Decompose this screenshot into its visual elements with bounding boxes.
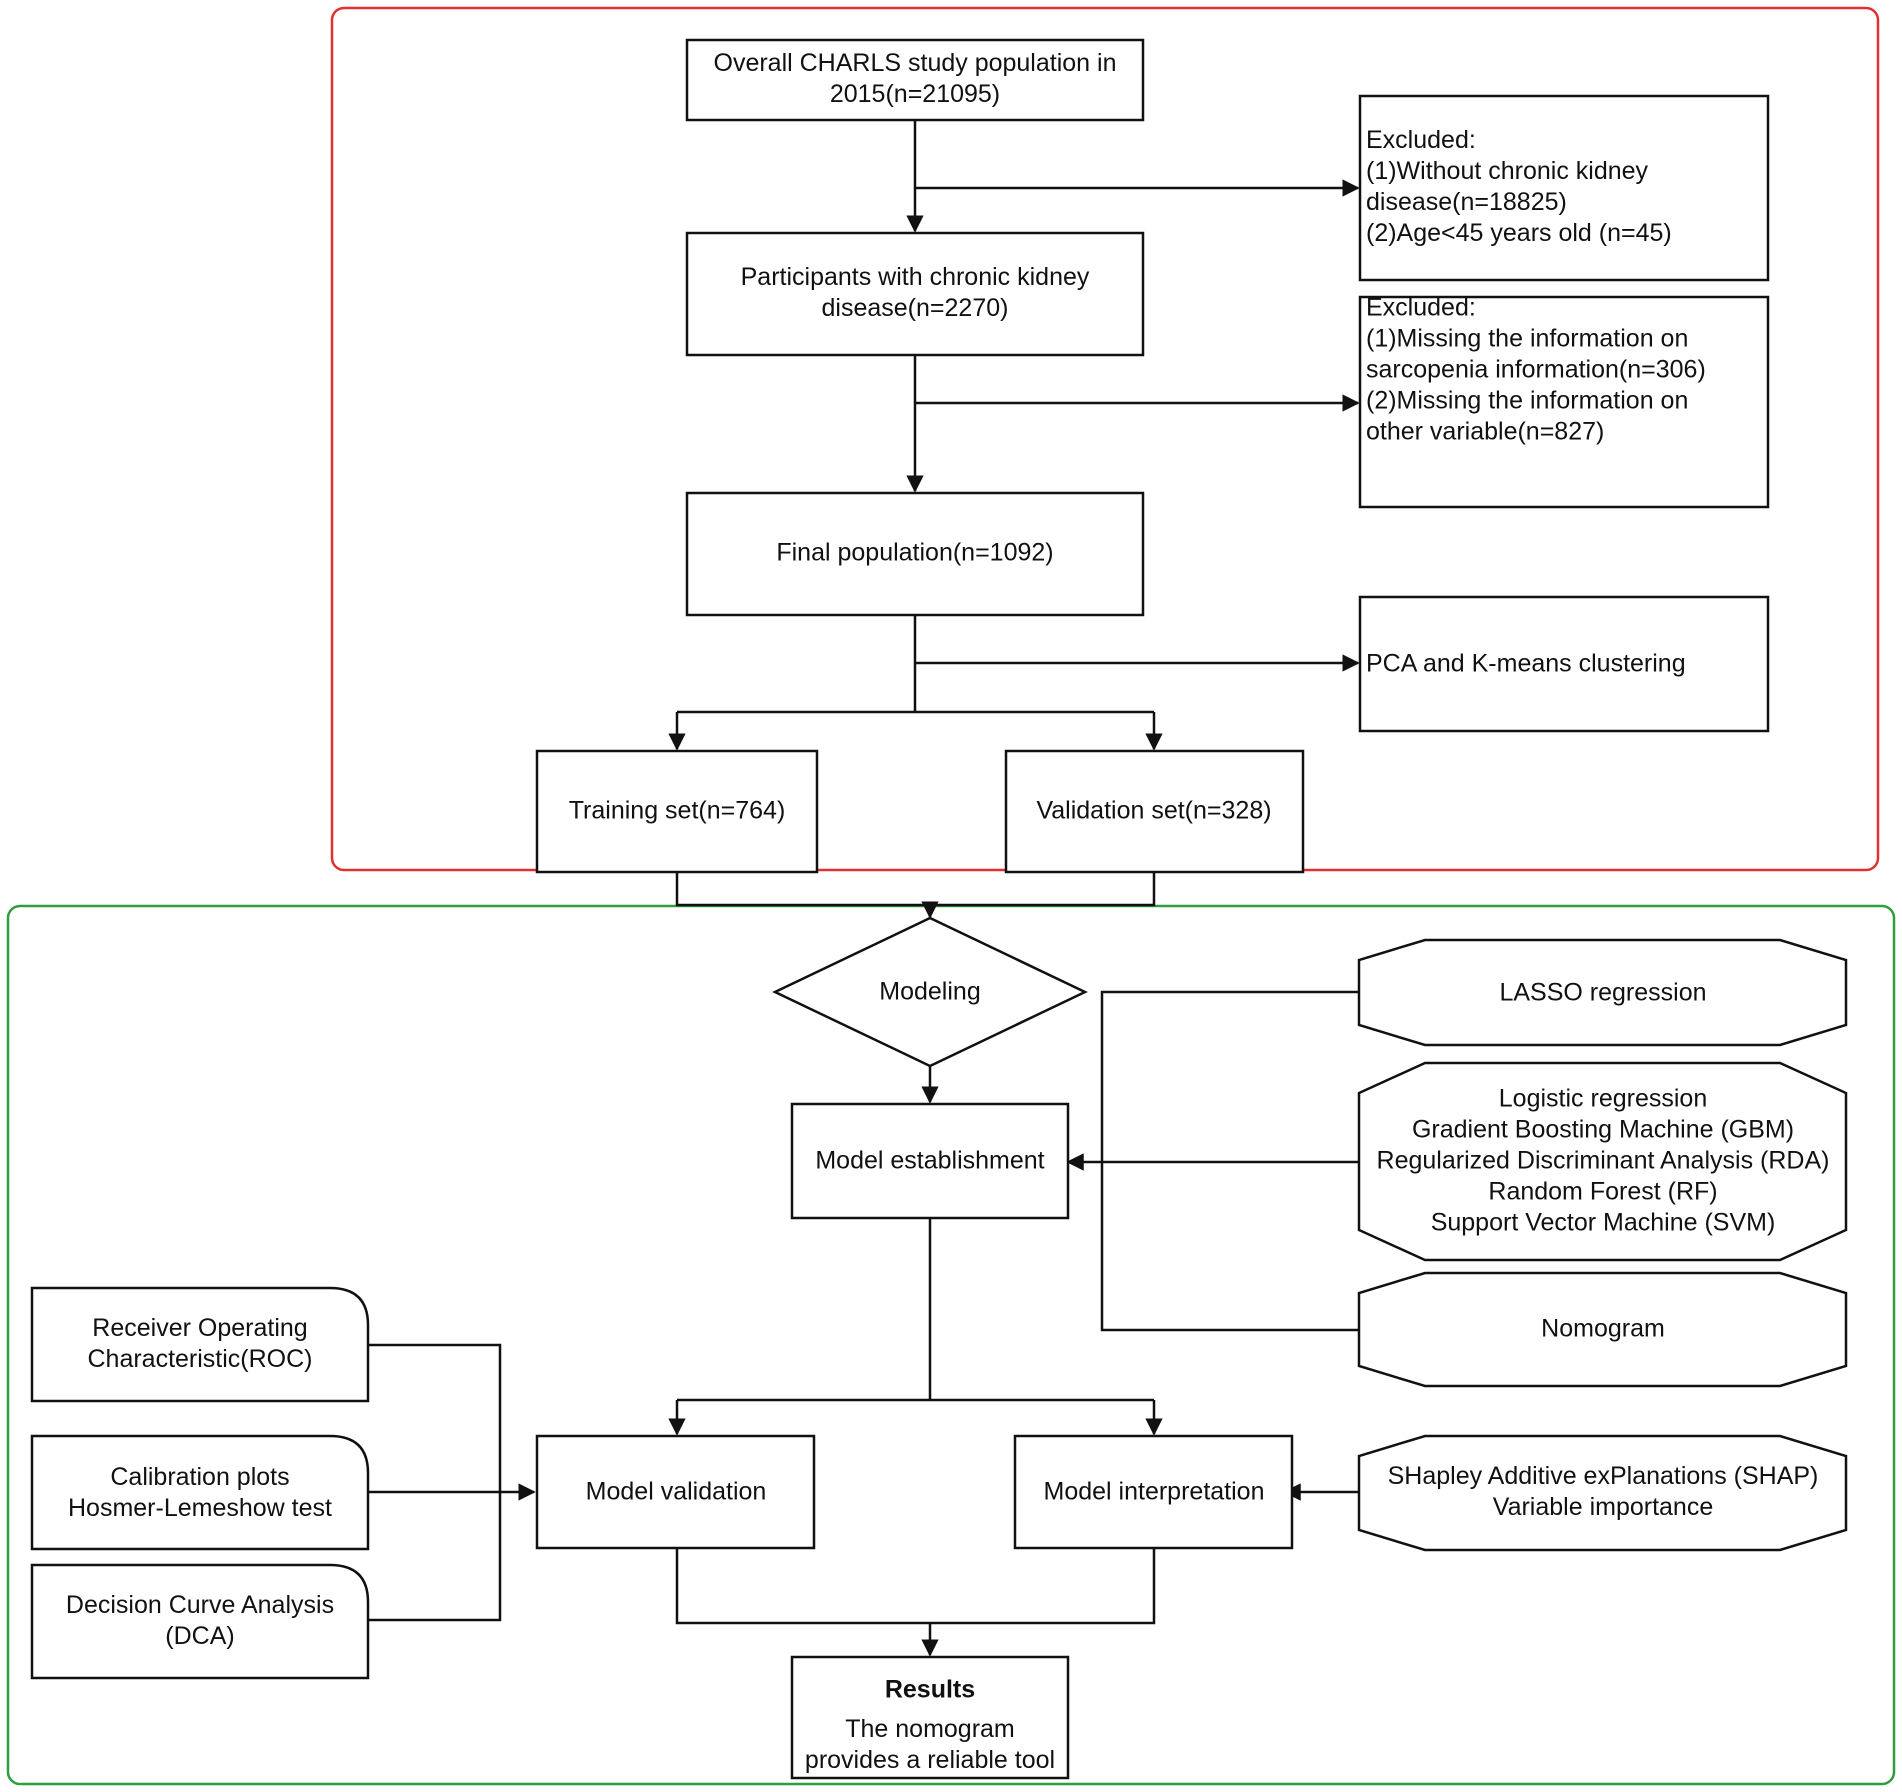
text-line: Calibration plots bbox=[110, 1463, 289, 1491]
decision-modeling: Modeling bbox=[772, 916, 1088, 1068]
line-merge2 bbox=[675, 1548, 1156, 1625]
text-line: (DCA) bbox=[165, 1622, 234, 1650]
text-line: Excluded: bbox=[1366, 294, 1476, 322]
text-line: sarcopenia information(n=306) bbox=[1366, 356, 1706, 384]
shape-dca: Decision Curve Analysis (DCA) bbox=[30, 1563, 370, 1680]
text-line: Model establishment bbox=[815, 1147, 1044, 1175]
box-overall-population: Overall CHARLS study population in 2015(n… bbox=[685, 38, 1145, 122]
box-text-excluded2: Excluded: (1)Missing the information on sa… bbox=[1366, 294, 1706, 446]
text-line: Participants with chronic kidney bbox=[741, 263, 1090, 291]
text-line: LASSO regression bbox=[1499, 979, 1706, 1007]
box-text-model-interpretation: Model interpretation bbox=[1044, 1478, 1265, 1506]
box-pca-kmeans: PCA and K-means clustering bbox=[1358, 595, 1770, 733]
line-validation-methods-bracket bbox=[368, 1343, 502, 1622]
text-line: Logistic regression bbox=[1499, 1085, 1707, 1113]
text-line: Modeling bbox=[879, 978, 980, 1006]
box-text-lasso: LASSO regression bbox=[1499, 979, 1706, 1007]
box-text-shap: SHapley Additive exPlanations (SHAP) Vari… bbox=[1388, 1462, 1819, 1521]
text-line: Gradient Boosting Machine (GBM) bbox=[1412, 1116, 1794, 1144]
connectors bbox=[368, 120, 1360, 1657]
box-text-validation-set: Validation set(n=328) bbox=[1036, 797, 1271, 825]
text-line: Model interpretation bbox=[1044, 1478, 1265, 1506]
results-body: The nomogram provides a reliable tool bbox=[805, 1715, 1055, 1774]
box-model-interpretation: Model interpretation bbox=[1013, 1434, 1294, 1550]
box-text-pca: PCA and K-means clustering bbox=[1366, 650, 1686, 678]
box-text-participants: Participants with chronic kidney disease(… bbox=[741, 263, 1090, 322]
box-text-final: Final population(n=1092) bbox=[776, 539, 1053, 567]
text-line: Variable importance bbox=[1493, 1493, 1713, 1521]
text-line: (1)Missing the information on bbox=[1366, 325, 1688, 353]
text-line: disease(n=18825) bbox=[1366, 188, 1567, 216]
text-line: (1)Without chronic kidney bbox=[1366, 157, 1649, 185]
box-text-excluded1: Excluded: (1)Without chronic kidney diseas… bbox=[1366, 126, 1672, 247]
line-merge bbox=[675, 872, 1156, 907]
text-line: Nomogram bbox=[1541, 1315, 1665, 1343]
text-line: The nomogram bbox=[845, 1715, 1015, 1743]
text-line: Validation set(n=328) bbox=[1036, 797, 1271, 825]
box-text-establishment: Model establishment bbox=[815, 1147, 1044, 1175]
box-final-population: Final population(n=1092) bbox=[685, 491, 1145, 617]
box-text-model-validation: Model validation bbox=[586, 1478, 767, 1506]
octagon-nomogram: Nomogram bbox=[1357, 1271, 1848, 1388]
text-line: Characteristic(ROC) bbox=[87, 1345, 312, 1373]
text-line: provides a reliable tool bbox=[805, 1746, 1055, 1774]
box-model-validation: Model validation bbox=[535, 1434, 816, 1550]
text-line: Final population(n=1092) bbox=[776, 539, 1053, 567]
text-line: Hosmer-Lemeshow test bbox=[68, 1494, 332, 1522]
box-training-set: Training set(n=764) bbox=[535, 749, 819, 874]
text-line: other variable(n=827) bbox=[1366, 418, 1604, 446]
box-text-overall: Overall CHARLS study population in 2015(n… bbox=[714, 49, 1117, 108]
text-line: PCA and K-means clustering bbox=[1366, 650, 1686, 678]
text-line: Overall CHARLS study population in bbox=[714, 49, 1117, 77]
box-excluded-1: Excluded: (1)Without chronic kidney diseas… bbox=[1358, 94, 1770, 282]
box-text-modeling: Modeling bbox=[879, 978, 980, 1006]
text-line: Excluded: bbox=[1366, 126, 1476, 154]
box-excluded-2: Excluded: (1)Missing the information on sa… bbox=[1358, 294, 1770, 509]
text-line: Support Vector Machine (SVM) bbox=[1431, 1209, 1776, 1237]
text-line: Decision Curve Analysis bbox=[66, 1591, 334, 1619]
text-line: Model validation bbox=[586, 1478, 767, 1506]
text-line: SHapley Additive exPlanations (SHAP) bbox=[1388, 1462, 1819, 1490]
results-title: Results bbox=[885, 1676, 975, 1704]
text-line: Receiver Operating bbox=[92, 1314, 307, 1342]
box-validation-set: Validation set(n=328) bbox=[1004, 749, 1305, 874]
text-line: Regularized Discriminant Analysis (RDA) bbox=[1377, 1147, 1830, 1175]
text-line: 2015(n=21095) bbox=[830, 80, 1000, 108]
text-line: (2)Age<45 years old (n=45) bbox=[1366, 219, 1672, 247]
box-model-establishment: Model establishment bbox=[790, 1102, 1070, 1220]
octagon-shap: SHapley Additive exPlanations (SHAP) Vari… bbox=[1357, 1434, 1848, 1552]
box-participants: Participants with chronic kidney disease(… bbox=[685, 231, 1145, 357]
octagon-lasso: LASSO regression bbox=[1357, 938, 1848, 1047]
text-line: Random Forest (RF) bbox=[1488, 1178, 1717, 1206]
text-line: disease(n=2270) bbox=[822, 294, 1009, 322]
box-text-nomogram: Nomogram bbox=[1541, 1315, 1665, 1343]
box-text-dca: Decision Curve Analysis (DCA) bbox=[66, 1591, 334, 1650]
text-line: (2)Missing the information on bbox=[1366, 387, 1688, 415]
text-line: Training set(n=764) bbox=[569, 797, 786, 825]
box-text-training: Training set(n=764) bbox=[569, 797, 786, 825]
box-results: Results The nomogram provides a reliable … bbox=[790, 1655, 1070, 1780]
